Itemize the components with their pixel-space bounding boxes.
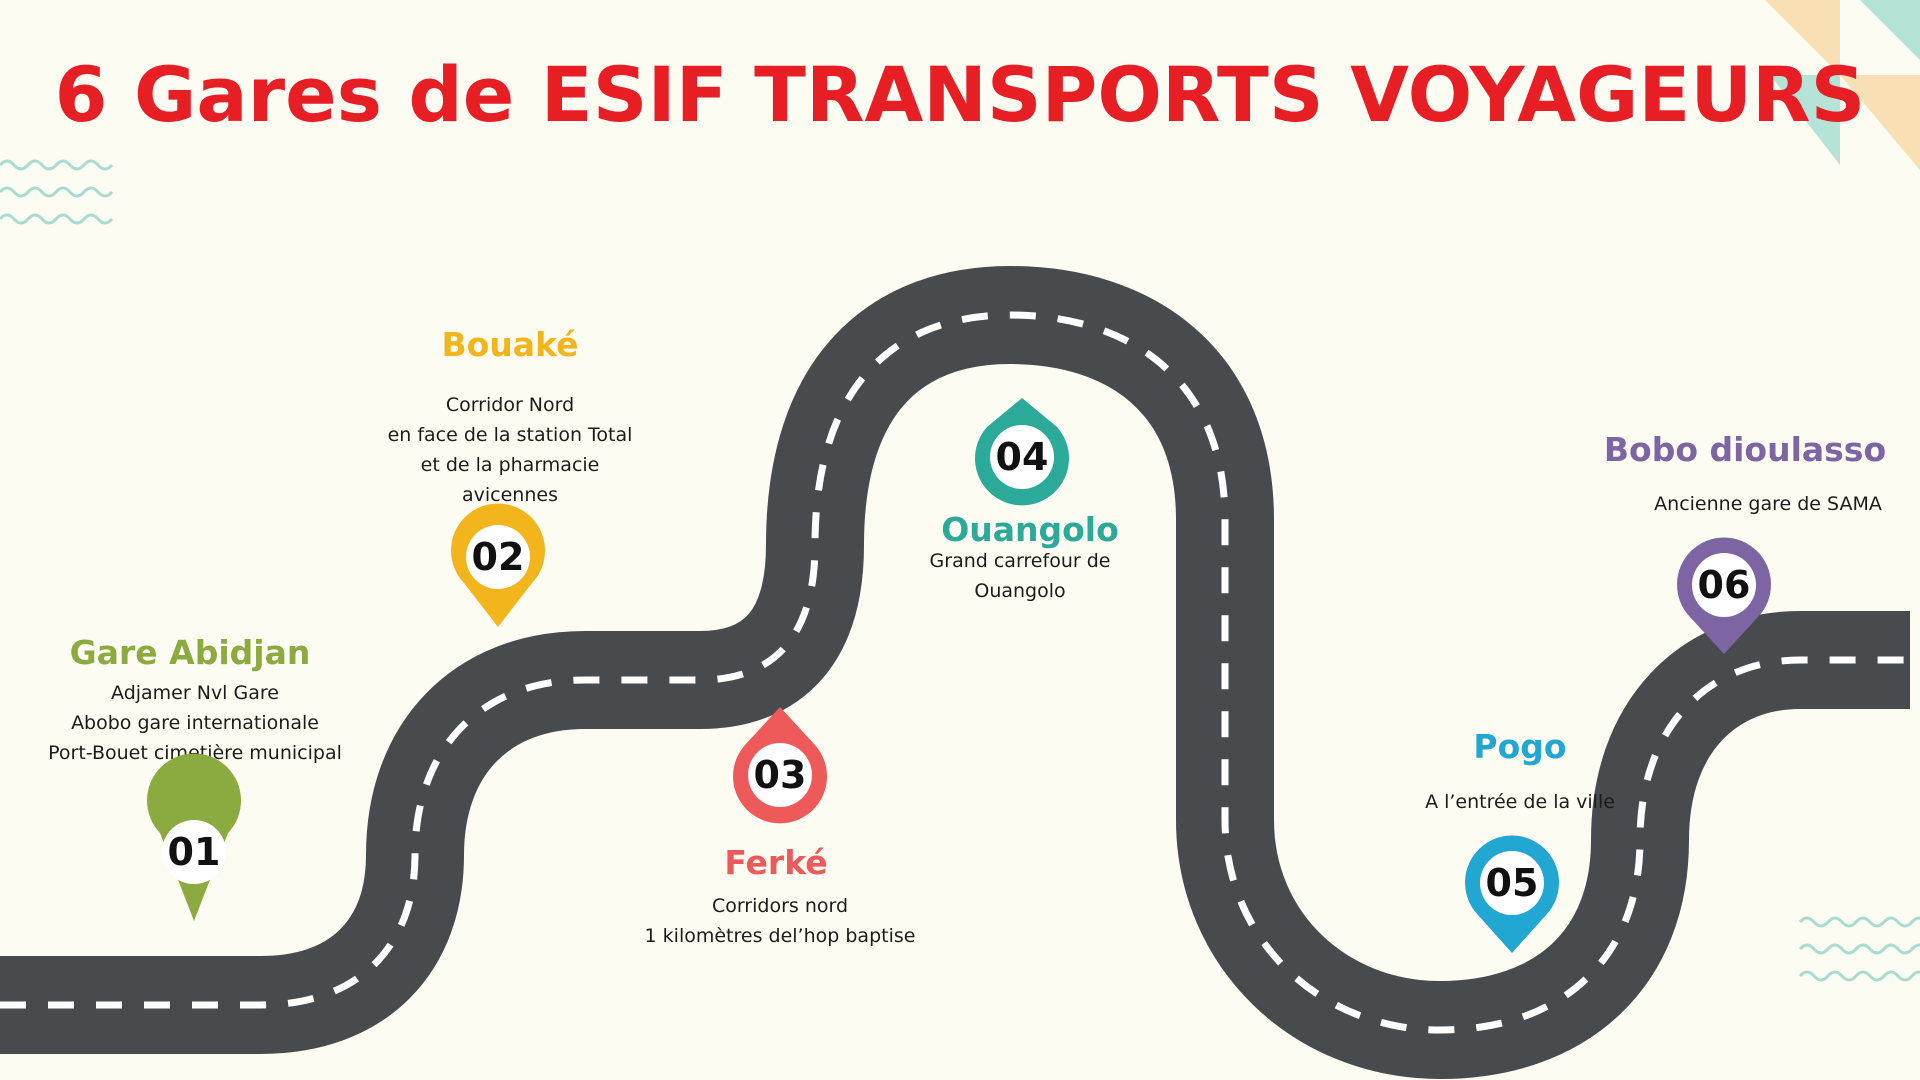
stop-desc-line: Corridor Nord: [445, 394, 575, 416]
stop-desc-line: avicennes: [462, 484, 558, 506]
winding-road: [0, 265, 1910, 1080]
corner-triangle-orange: [1765, 0, 1840, 75]
stop-desc-line: Adjamer Nvl Gare: [111, 682, 279, 704]
stop-desc-line: Ouangolo: [974, 580, 1066, 602]
corner-triangle-teal-top: [1860, 0, 1920, 60]
map-pin-icon-06: [1677, 537, 1772, 654]
pin-number-03: 03: [753, 753, 807, 797]
stop-desc-line: et de la pharmacie: [420, 454, 600, 476]
page-title: 6 Gares de ESIF TRANSPORTS VOYAGEURS: [54, 50, 1866, 139]
map-pin-icon-05: [1465, 835, 1559, 953]
stop-name-04: Ouangolo: [941, 510, 1119, 549]
stop-desc-line: en face de la station Total: [387, 424, 633, 446]
stop-desc-line: Grand carrefour de: [929, 550, 1111, 572]
stop-desc-line: Corridors nord: [711, 895, 849, 917]
map-pin-icon-03: [733, 707, 827, 824]
stop-name-01: Gare Abidjan: [69, 633, 311, 672]
stop-desc-06: Ancienne gare de SAMA: [1593, 489, 1920, 519]
pin-number-04: 04: [995, 435, 1049, 479]
corner-triangle-orange-mid: [1840, 75, 1920, 170]
stop-desc-line: Abobo gare internationale: [71, 712, 319, 734]
pin-number-05: 05: [1485, 861, 1539, 905]
stop-desc-04: Grand carrefour de Ouangolo: [845, 546, 1195, 606]
map-pin-icon-02: [451, 503, 545, 627]
stop-name-02: Bouaké: [441, 325, 579, 364]
stop-name-03: Ferké: [724, 843, 828, 882]
road-surface: [0, 265, 1910, 1080]
map-pin-icon-01: [146, 753, 241, 921]
stop-desc-line: 1 kilomètres del’hop baptise: [644, 925, 916, 947]
pin-number-06: 06: [1697, 563, 1751, 607]
corner-triangle-teal-mid: [1770, 75, 1840, 165]
wave-lines-top-left: [0, 159, 114, 225]
pin-number-02: 02: [471, 535, 525, 579]
stop-desc-03: Corridors nord 1 kilomètres del’hop bapt…: [605, 891, 955, 951]
stop-name-05: Pogo: [1473, 727, 1567, 766]
stop-name-06: Bobo dioulasso: [1603, 430, 1887, 469]
pin-number-01: 01: [167, 830, 221, 874]
stop-desc-02: Corridor Nord en face de la station Tota…: [335, 390, 685, 510]
wave-lines-bottom-right: [1798, 916, 1920, 982]
stop-desc-line: Port-Bouet cimetière municipal: [48, 742, 342, 764]
stop-desc-01: Adjamer Nvl Gare Abobo gare internationa…: [20, 678, 370, 768]
stop-desc-line: Ancienne gare de SAMA: [1654, 493, 1882, 515]
stop-desc-05: A l’entrée de la ville: [1345, 787, 1695, 817]
stop-desc-line: A l’entrée de la ville: [1425, 791, 1615, 813]
map-pin-icon-04: [974, 398, 1070, 506]
